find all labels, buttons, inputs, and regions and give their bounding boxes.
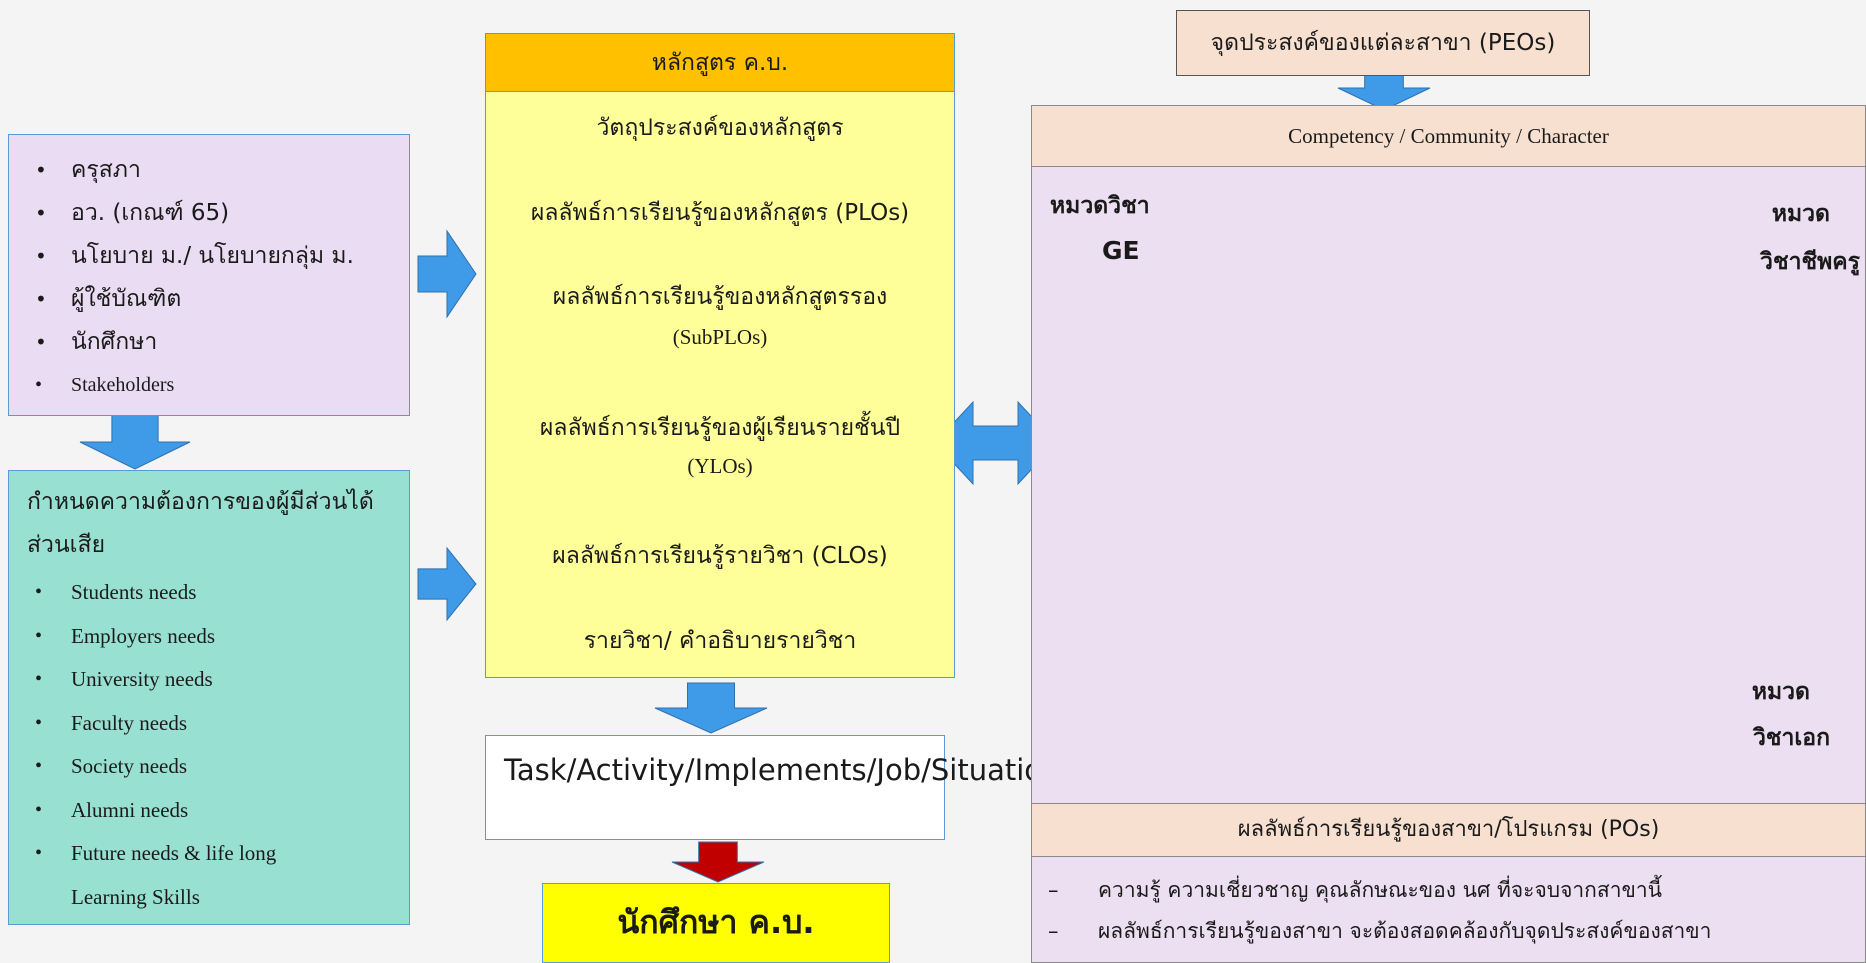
flow-step-ylos: ผลลัพธ์การเรียนรู้ของผู้เรียนรายชั้นปี — [539, 415, 901, 441]
category-ge-code: GE — [1102, 236, 1140, 265]
flow-step-subplos: ผลลัพธ์การเรียนรู้ของหลักสูตรรอง — [552, 284, 888, 310]
list-item: University needs — [9, 658, 331, 702]
list-item: ผู้ใช้บัณฑิต — [9, 278, 354, 321]
down-arrow-icon — [79, 414, 191, 470]
flow-step-clos: ผลลัพธ์การเรียนรู้รายวิชา (CLOs) — [552, 543, 888, 569]
student-box: นักศึกษา ค.บ. — [542, 883, 890, 963]
right-arrow-icon — [417, 229, 477, 319]
pos-bullet-text: ความรู้ ความเชี่ยวชาญ คุณลักษณะของ นศ ที… — [1098, 878, 1663, 902]
flow-step-courses: รายวิชา/ คำอธิบายรายวิชา — [583, 628, 857, 654]
list-item: Society needs — [9, 745, 331, 789]
category-teacher-name: วิชาชีพครู — [1760, 249, 1860, 275]
list-item: Faculty needs — [9, 702, 331, 746]
flow-step-plos: ผลลัพธ์การเรียนรู้ของหลักสูตร (PLOs) — [530, 200, 910, 226]
pos-header: ผลลัพธ์การเรียนรู้ของสาขา/โปรแกรม (POs) — [1031, 803, 1866, 857]
category-ge-label: หมวดวิชา — [1050, 193, 1150, 219]
flow-step-subplos-code: (SubPLOs) — [672, 325, 768, 349]
list-item: Students needs — [9, 571, 331, 615]
category-major-name: วิชาเอก — [1752, 725, 1830, 751]
bullet-dash: – — [1048, 919, 1059, 943]
list-item: Stakeholders — [9, 364, 354, 407]
needs-list: Students needs Employers needs Universit… — [9, 571, 331, 919]
list-item: Employers needs — [9, 615, 331, 659]
right-arrow-icon — [417, 546, 477, 622]
curriculum-panel: หลักสูตร ค.บ. วัตถุประสงค์ของหลักสูตร ผล… — [485, 33, 955, 678]
pos-bullet: – ผลลัพธ์การเรียนรู้ของสาขา จะต้องสอดคล้อ… — [1048, 915, 1711, 948]
down-arrow-icon — [671, 841, 765, 883]
needs-heading: กำหนดความต้องการของผู้มีส่วนได้ส่วนเสีย — [27, 489, 374, 558]
list-item: ครุสภา — [9, 149, 354, 192]
bullet-dash: – — [1048, 878, 1059, 902]
pos-bullet: – ความรู้ ความเชี่ยวชาญ คุณลักษณะของ นศ ท… — [1048, 874, 1662, 907]
competency-bar: Competency / Community / Character — [1031, 105, 1866, 167]
list-item: Alumni needs — [9, 789, 331, 833]
flow-step-objectives: วัตถุประสงค์ของหลักสูตร — [596, 115, 844, 141]
pos-bullet-text: ผลลัพธ์การเรียนรู้ของสาขา จะต้องสอดคล้อง… — [1098, 919, 1712, 943]
category-major-label: หมวด — [1751, 679, 1810, 705]
list-item: นโยบาย ม./ นโยบายกลุ่ม ม. — [9, 235, 354, 278]
curriculum-header: หลักสูตร ค.บ. — [486, 34, 954, 92]
list-item: อว. (เกณฑ์ 65) — [9, 192, 354, 235]
stakeholders-list: ครุสภา อว. (เกณฑ์ 65) นโยบาย ม./ นโยบายก… — [9, 149, 354, 407]
list-item: นักศึกษา — [9, 321, 354, 364]
category-teacher-label: หมวด — [1771, 201, 1830, 227]
down-arrow-icon — [654, 682, 768, 734]
stakeholders-panel: ครุสภา อว. (เกณฑ์ 65) นโยบาย ม./ นโยบายก… — [8, 134, 410, 416]
list-item: Future needs & life long Learning Skills — [9, 832, 331, 919]
stakeholder-needs-panel: กำหนดความต้องการของผู้มีส่วนได้ส่วนเสีย … — [8, 470, 410, 925]
flow-step-ylos-code: (YLOs) — [687, 454, 753, 478]
task-activity-box: Task/Activity/Implements/Job/Situations/… — [485, 735, 1247, 840]
peos-box: จุดประสงค์ของแต่ละสาขา (PEOs) — [1176, 10, 1590, 76]
